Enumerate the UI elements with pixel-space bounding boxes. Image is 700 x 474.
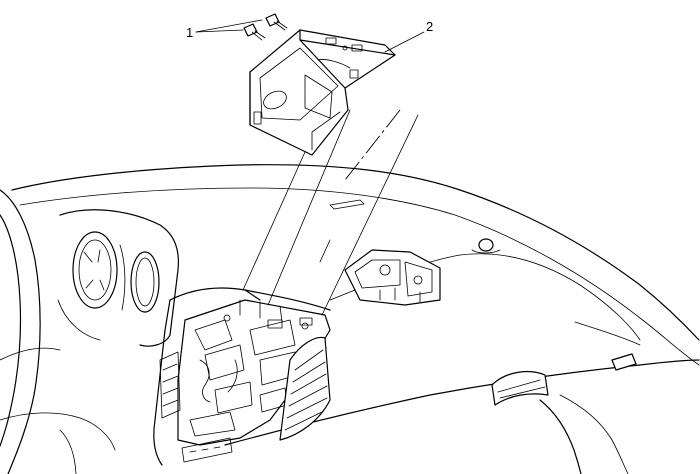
screw-fasteners [243, 13, 288, 41]
screw-upper [265, 13, 288, 31]
upper-dash-cutout [344, 249, 441, 306]
radio-bracket [249, 29, 396, 156]
steering-wheel [0, 189, 116, 474]
right-air-vent [491, 371, 549, 406]
center-stack [153, 287, 331, 466]
callout-2: 2 [426, 19, 433, 34]
instrument-cluster [57, 209, 180, 347]
screw-lower [243, 23, 266, 41]
callout-1: 1 [186, 25, 193, 40]
leader-lines [195, 19, 425, 316]
